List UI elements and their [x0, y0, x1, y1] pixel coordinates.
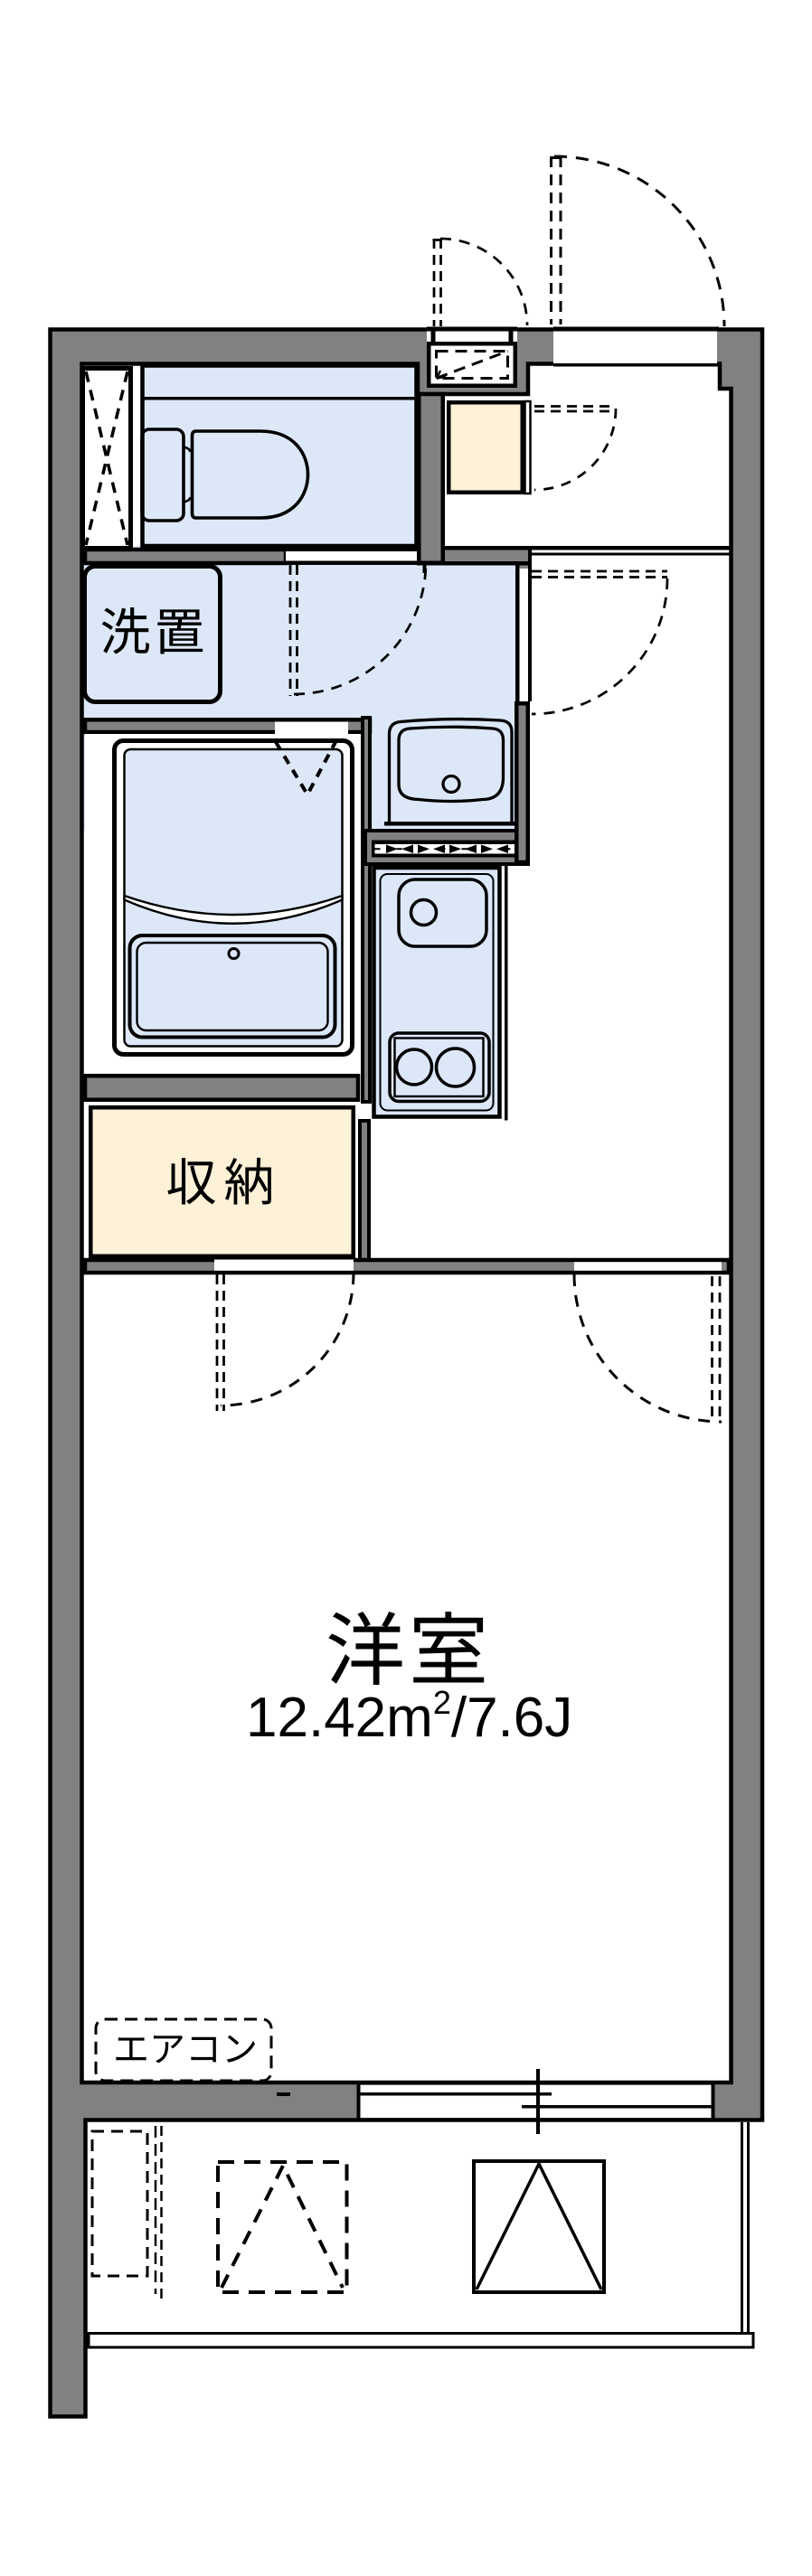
svg-text:12.42m2/7.6J: 12.42m2/7.6J [246, 1684, 572, 1749]
